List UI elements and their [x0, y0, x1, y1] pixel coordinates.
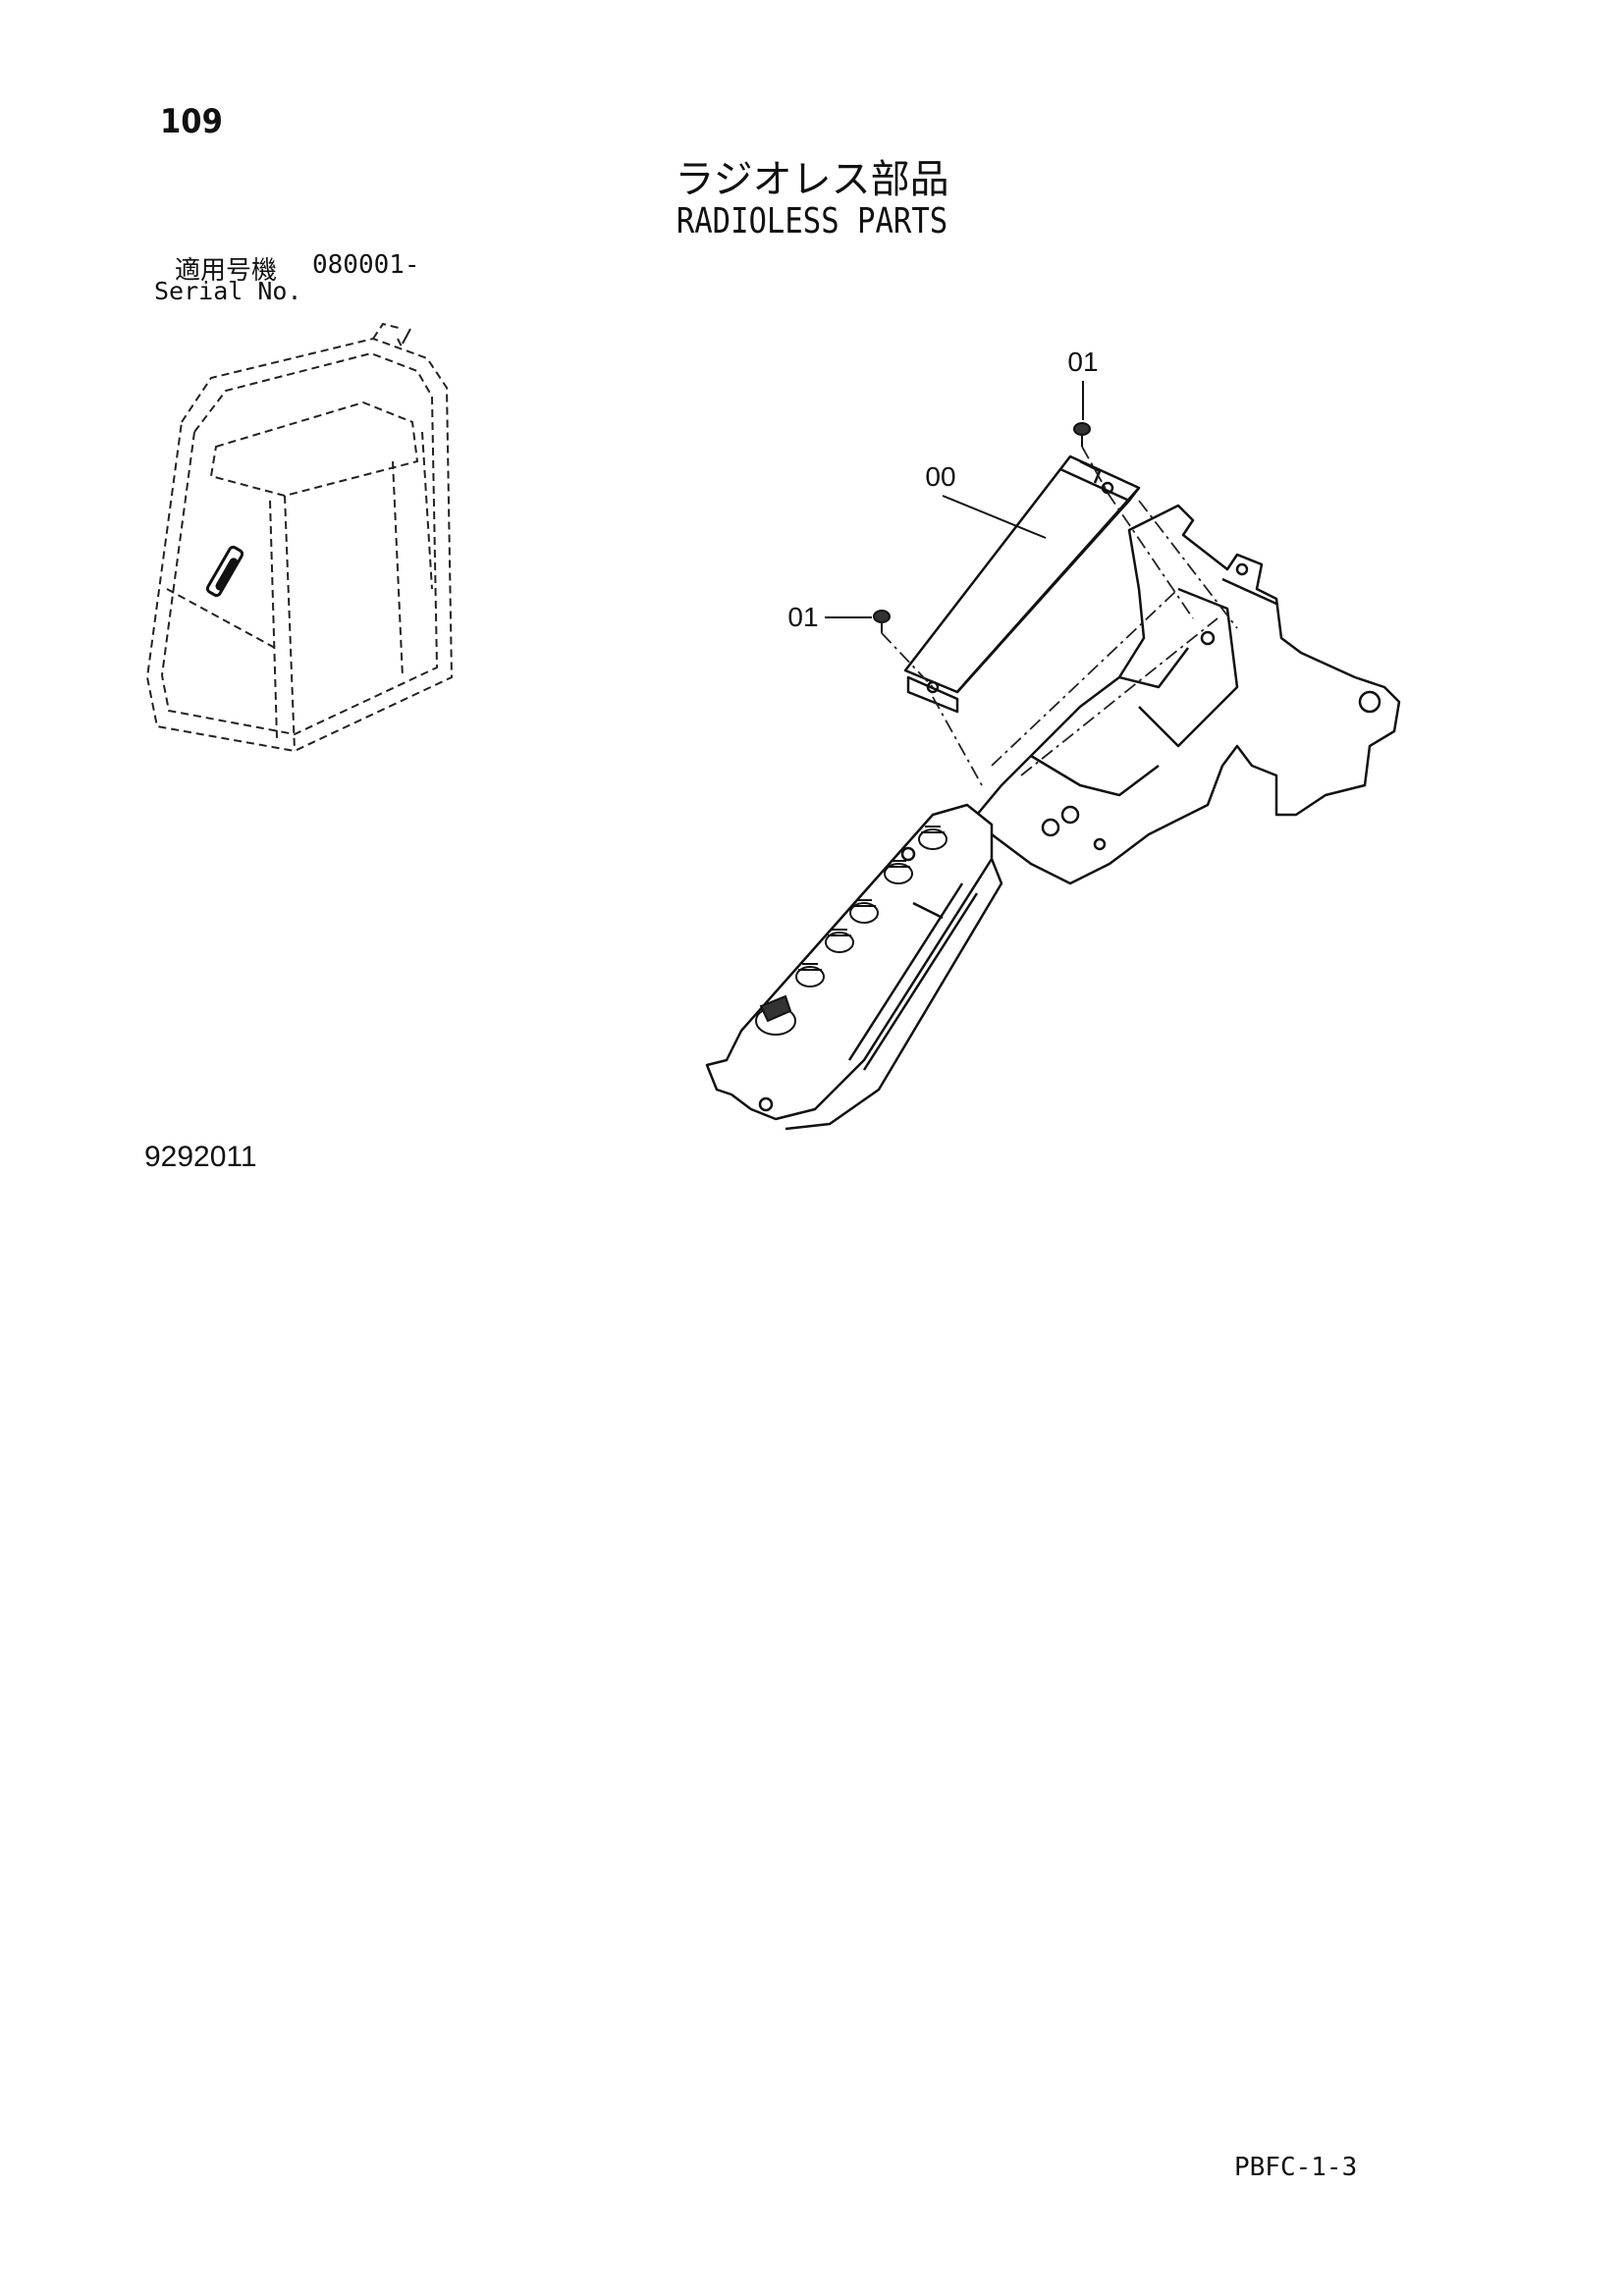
cab-highlight-part	[205, 545, 244, 598]
page-number: 109	[160, 102, 223, 141]
cab-leader-line	[402, 328, 411, 345]
screw-01-top	[1073, 422, 1091, 447]
serial-range: 080001-	[312, 250, 420, 280]
key-switch	[755, 994, 796, 1036]
knob-4	[825, 929, 854, 953]
callout-01-left: 01	[787, 602, 872, 632]
callout-00: 00	[925, 461, 1047, 539]
switch-panel	[705, 803, 1003, 1131]
radioless-cover-assembly	[903, 454, 1141, 714]
knob-1	[918, 826, 947, 850]
knob-3	[849, 899, 879, 924]
svg-text:00: 00	[925, 461, 955, 492]
mounting-bracket	[975, 504, 1401, 885]
cab-locator-drawing	[145, 322, 454, 753]
panel-knobs	[755, 826, 947, 1036]
screw-01-left	[873, 610, 891, 633]
assembly-guide-lines	[881, 446, 1238, 786]
serial-label-japanese: 適用号機	[175, 256, 278, 286]
page-code: PBFC-1-3	[1234, 2153, 1358, 2182]
serial-label-english: Serial No.	[154, 277, 302, 305]
knob-2	[884, 860, 913, 884]
title-japanese: ラジオレス部品	[675, 157, 949, 202]
svg-text:01: 01	[787, 602, 818, 632]
svg-text:01: 01	[1067, 347, 1098, 377]
title-english: RADIOLESS PARTS	[676, 201, 948, 241]
knob-5	[795, 963, 825, 988]
figure-number: 9292011	[144, 1141, 257, 1173]
callout-01-top: 01	[1067, 347, 1099, 420]
